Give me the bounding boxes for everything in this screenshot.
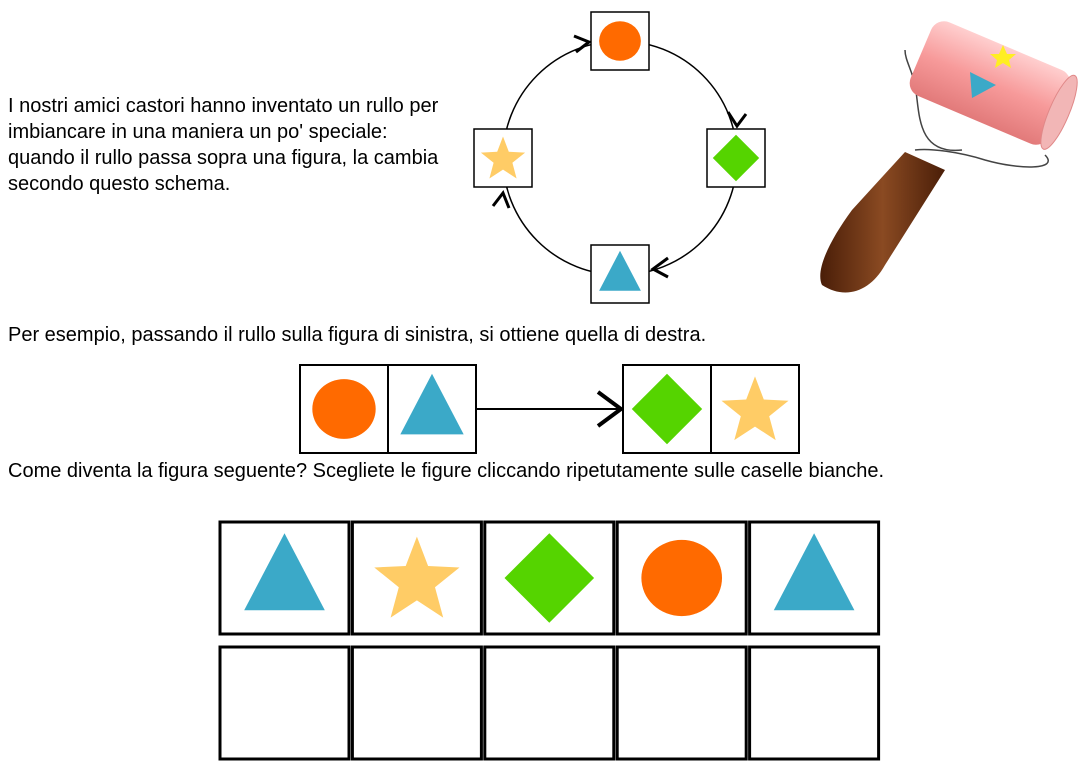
roller-star-icon bbox=[990, 45, 1016, 68]
cycle-cell-triangle bbox=[590, 244, 650, 304]
star-shape-icon bbox=[721, 376, 789, 441]
cycle-arrow-star-to-circle bbox=[573, 34, 593, 54]
roller-triangle-icon bbox=[970, 72, 996, 98]
triangle-shape-icon bbox=[244, 533, 325, 611]
answer-cell-3[interactable] bbox=[483, 645, 616, 761]
puzzle-row bbox=[218, 520, 881, 636]
answer-cell-1[interactable] bbox=[218, 645, 351, 761]
example-output-cell bbox=[710, 364, 800, 454]
puzzle-cell-3 bbox=[483, 520, 616, 636]
circle-shape-icon bbox=[641, 539, 723, 617]
example-row bbox=[299, 364, 800, 454]
cycle-ring bbox=[502, 40, 738, 276]
answer-row bbox=[218, 645, 881, 761]
puzzle-cell-5 bbox=[748, 520, 881, 636]
example-input-cell bbox=[299, 364, 389, 454]
cycle-arrow-diamond-to-triangle bbox=[650, 256, 669, 279]
diamond-shape-icon bbox=[712, 134, 760, 182]
triangle-shape-icon bbox=[773, 533, 855, 611]
puzzle-cell-1 bbox=[218, 520, 351, 636]
circle-shape-icon bbox=[599, 21, 641, 61]
diamond-shape-icon bbox=[504, 533, 595, 623]
example-output-cell bbox=[622, 364, 712, 454]
paint-roller-illustration bbox=[820, 21, 1078, 293]
transformation-cycle-diagram bbox=[473, 11, 766, 304]
cycle-cell-star bbox=[473, 128, 533, 188]
example-input-cell bbox=[387, 364, 477, 454]
triangle-shape-icon bbox=[599, 250, 641, 291]
intro-text: I nostri amici castori hanno inventato u… bbox=[8, 95, 439, 195]
example-text: Per esempio, passando il rullo sulla fig… bbox=[8, 324, 707, 346]
diamond-shape-icon bbox=[631, 373, 703, 445]
star-shape-icon bbox=[374, 536, 460, 618]
roller-handle bbox=[820, 152, 945, 293]
cycle-cell-circle bbox=[590, 11, 650, 71]
question-text: Come diventa la figura seguente? Sceglie… bbox=[8, 460, 885, 482]
answer-cell-2[interactable] bbox=[350, 645, 483, 761]
circle-shape-icon bbox=[312, 379, 376, 439]
answer-cell-4[interactable] bbox=[615, 645, 748, 761]
cycle-arrow-triangle-to-star bbox=[491, 189, 511, 209]
cycle-cell-diamond bbox=[706, 128, 766, 188]
cycle-arrow-circle-to-diamond bbox=[726, 111, 748, 129]
puzzle-cell-2 bbox=[350, 520, 483, 636]
triangle-shape-icon bbox=[400, 373, 464, 435]
star-shape-icon bbox=[480, 136, 526, 179]
example-arrowhead bbox=[596, 390, 625, 428]
puzzle-cell-4 bbox=[615, 520, 748, 636]
answer-cell-5[interactable] bbox=[748, 645, 881, 761]
